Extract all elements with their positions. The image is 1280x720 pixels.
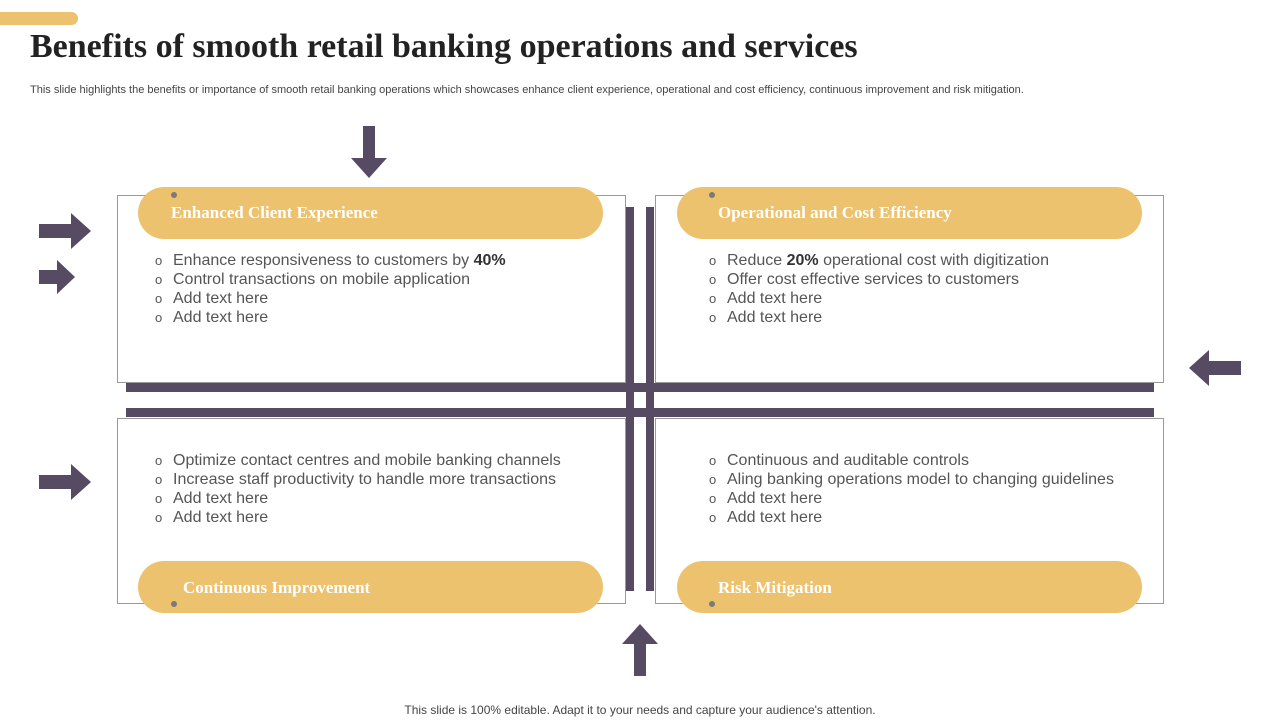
arrow-right-icon: [39, 213, 91, 249]
bullet-marker: o: [155, 510, 163, 525]
bullet-marker: o: [155, 291, 163, 306]
frame-bar-top-horizontal: [126, 383, 1154, 392]
bullet-marker: o: [155, 472, 163, 487]
arrow-left-icon: [1189, 350, 1241, 386]
quadrant-title: Enhanced Client Experience: [171, 203, 378, 222]
bullet-marker: o: [155, 491, 163, 506]
pill-continuous-improvement: [138, 561, 603, 613]
pill-risk-mitigation: [677, 561, 1142, 613]
pill-enhanced-client-experience: [138, 187, 603, 239]
bullet-marker: o: [709, 310, 717, 325]
bullet-marker: o: [709, 272, 717, 287]
bullet-marker: o: [155, 310, 163, 325]
bullet-marker: o: [709, 491, 717, 506]
arrow-up-icon: [622, 624, 658, 676]
bullet-marker: o: [155, 453, 163, 468]
bullet-marker: o: [709, 453, 717, 468]
arrow-down-icon: [351, 126, 387, 178]
frame-bar-bottom-horizontal: [126, 408, 1154, 417]
bullet-marker: o: [709, 510, 717, 525]
footer-note: This slide is 100% editable. Adapt it to…: [404, 703, 876, 717]
pill-dot: [709, 601, 715, 607]
quadrant-title: Continuous Improvement: [183, 578, 371, 597]
frame-bar-right-vertical: [646, 207, 654, 591]
bullet-marker: o: [709, 253, 717, 268]
bullet-marker: o: [709, 472, 717, 487]
page-subtitle: This slide highlights the benefits or im…: [30, 84, 1024, 96]
pill-operational-cost-efficiency: [677, 187, 1142, 239]
pill-dot: [709, 192, 715, 198]
accent-bar: [0, 12, 78, 25]
bullet-marker: o: [709, 291, 717, 306]
bullet-marker: o: [155, 272, 163, 287]
quadrant-title: Risk Mitigation: [718, 578, 832, 597]
bullet-marker: o: [155, 253, 163, 268]
pill-dot: [171, 192, 177, 198]
arrow-right-icon: [39, 260, 75, 294]
page-title: Benefits of smooth retail banking operat…: [30, 28, 858, 65]
quadrant-title: Operational and Cost Efficiency: [718, 203, 952, 222]
frame-bar-left-vertical: [626, 207, 634, 591]
pill-dot: [171, 601, 177, 607]
arrow-right-icon: [39, 464, 91, 500]
